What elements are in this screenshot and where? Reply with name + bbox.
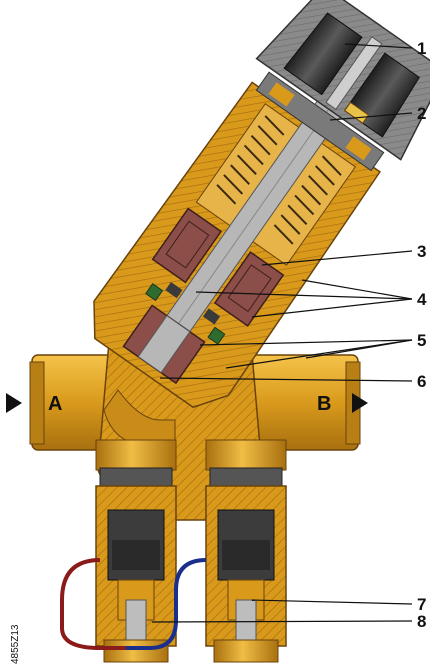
capillary-red (60, 558, 126, 650)
callout-8: 8 (417, 612, 426, 631)
left-test-fitting (95, 439, 177, 663)
diaphragm-left (151, 207, 223, 284)
leader-5a (199, 339, 413, 346)
drawing-code: 4855Z13 (10, 624, 21, 664)
leader-5c (225, 339, 413, 369)
callout-5: 5 (417, 331, 426, 350)
leader-4a (301, 279, 413, 300)
capillary-blue (126, 558, 207, 650)
right-test-fitting (205, 439, 287, 663)
diaphragm-right (213, 251, 285, 327)
leader-7 (251, 599, 413, 605)
port-label-b: B (317, 393, 331, 415)
leader-1 (344, 43, 413, 49)
bonnet-assembly (93, 0, 430, 409)
leader-2 (329, 112, 413, 121)
callout-3: 3 (417, 242, 426, 261)
outlet-arrow (352, 393, 368, 413)
leader-6 (159, 377, 413, 382)
leader-4c (251, 298, 413, 318)
callout-7: 7 (417, 595, 426, 614)
leader-4b (195, 291, 413, 300)
port-label-a: A (48, 393, 62, 415)
leader-3 (261, 250, 413, 266)
spring (216, 115, 342, 245)
callout-2: 2 (417, 104, 426, 123)
callout-6: 6 (417, 372, 426, 391)
callout-4: 4 (417, 290, 427, 309)
callout-1: 1 (417, 39, 426, 58)
inlet-arrow (6, 393, 22, 413)
leader-lines (151, 43, 413, 623)
leader-8 (151, 620, 413, 623)
